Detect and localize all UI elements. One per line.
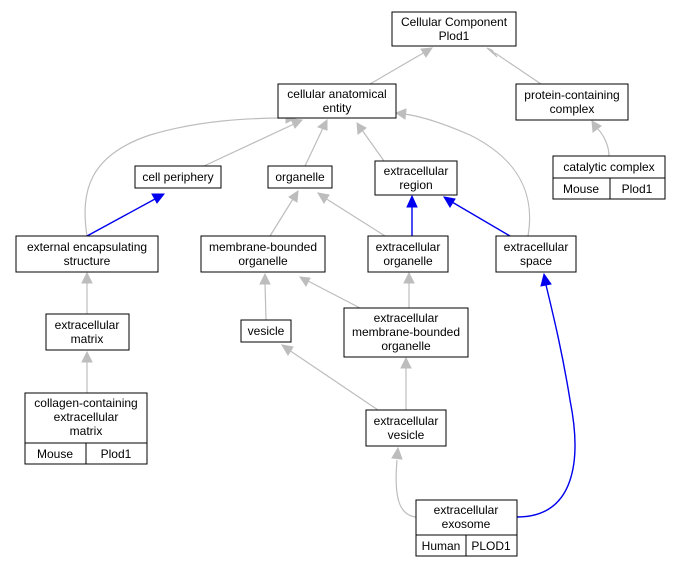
node-label-line: extracellular [504,240,569,254]
node-organelle[interactable]: organelle [267,165,333,189]
edge-external-structure-part-of-cell-periphery [86,193,166,237]
node-extracellular-membrane-bounded-organelle[interactable]: extracellular membrane-bounded organelle [343,307,469,358]
annotation-cell-species: Human [415,534,467,557]
node-label-line: Cellular Component [401,15,508,29]
node-extracellular-matrix[interactable]: extracellular matrix [45,313,130,351]
node-label-line: collagen-containing [34,396,137,410]
edge-cell-periphery-to-anatomical-entity [203,118,304,167]
node-label-line: extracellular [434,503,499,517]
node-label-line: extracellular [374,414,439,428]
node-label-line: extracellular [384,164,449,178]
annotation-gene: Plod1 [101,447,132,461]
node-label-line: vesicle [248,324,285,338]
annotation-species: Human [422,539,461,553]
node-label-line: structure [64,254,111,268]
node-extracellular-exosome[interactable]: extracellular exosome Human PLOD1 [415,499,518,557]
node-label-line: membrane-bounded [209,240,317,254]
edge-exosome-part-of-extracellular-space [516,272,576,518]
edge-membrane-organelle-to-organelle [269,190,299,237]
annotation-cell-gene: Plod1 [85,442,148,465]
node-label-line: organelle [383,254,433,268]
edge-extracellular-organelle-part-of-region [406,194,418,236]
annotation-cell-gene: PLOD1 [465,534,518,557]
node-label-line: vesicle [388,428,425,442]
edge-extracellular-space-part-of-region [443,196,511,237]
annotation-species: Mouse [37,447,73,461]
edge-protein-complex-to-root [486,47,542,85]
annotation-gene: PLOD1 [471,539,511,553]
node-label-line: organelle [238,254,288,268]
node-label-line: entity [323,101,352,115]
node-extracellular-region[interactable]: extracellular region [374,160,458,196]
edge-extracellular-organelle-to-organelle [317,192,386,237]
node-label-line: organelle [275,170,325,184]
node-label-line: protein-containing [524,88,619,102]
edge-anatomical-entity-to-root [369,47,433,85]
annotation-cell-gene: Plod1 [609,177,666,200]
edge-exosome-to-ec-vesicle [391,446,417,518]
edge-ec-membrane-organelle-to-membrane-organelle [298,276,361,309]
edge-collagen-matrix-to-matrix [81,350,93,393]
node-label-line: matrix [71,332,104,346]
node-label-line: exosome [442,517,491,531]
edge-catalytic-complex-to-protein-complex [591,120,610,157]
edge-extracellular-space-to-anatomical-entity [394,108,531,237]
node-collagen-containing-extracellular-matrix[interactable]: collagen-containing extracellular matrix… [24,392,148,465]
node-label-line: cellular anatomical [287,87,386,101]
node-cellular-anatomical-entity[interactable]: cellular anatomical entity [277,83,397,119]
annotation-cell-species: Mouse [24,442,87,465]
node-extracellular-organelle[interactable]: extracellular organelle [367,235,449,273]
node-label-line: Plod1 [439,29,470,43]
node-label-line: complex [550,102,595,116]
node-label-line: membrane-bounded [352,325,460,339]
node-label-line: cell periphery [142,170,213,184]
node-extracellular-space[interactable]: extracellular space [495,235,577,273]
annotation-species: Mouse [563,182,599,196]
edge-organelle-to-anatomical-entity [304,118,328,167]
edge-ec-vesicle-to-vesicle [281,344,379,411]
node-protein-containing-complex[interactable]: protein-containing complex [515,83,629,121]
node-catalytic-complex[interactable]: catalytic complex Mouse Plod1 [552,155,666,200]
edge-extracellular-region-to-anatomical-entity [356,122,385,162]
node-external-encapsulating-structure[interactable]: external encapsulating structure [15,235,159,273]
node-label-line: organelle [381,339,431,353]
edge-ec-membrane-organelle-to-ec-organelle [403,271,415,308]
node-label-line: extracellular [376,240,441,254]
node-membrane-bounded-organelle[interactable]: membrane-bounded organelle [200,235,326,273]
node-label-line: catalytic complex [563,160,654,174]
node-extracellular-vesicle[interactable]: extracellular vesicle [365,409,447,447]
node-label-line: extracellular [374,311,439,325]
edge-matrix-to-external-structure [81,271,93,314]
annotation-cell-species: Mouse [552,177,611,200]
node-cell-periphery[interactable]: cell periphery [134,165,222,189]
node-vesicle[interactable]: vesicle [240,319,292,343]
node-cellular-component-root[interactable]: Cellular Component Plod1 [391,11,517,47]
node-label-line: extracellular [54,410,119,424]
annotation-gene: Plod1 [622,182,653,196]
node-label-line: external encapsulating [27,240,147,254]
node-label-line: matrix [70,424,103,438]
node-label-line: extracellular [55,318,120,332]
node-label-line: region [399,178,432,192]
node-label-line: space [520,254,552,268]
edge-vesicle-to-membrane-organelle [259,272,271,321]
edge-ec-vesicle-to-ec-membrane-organelle [400,356,412,410]
